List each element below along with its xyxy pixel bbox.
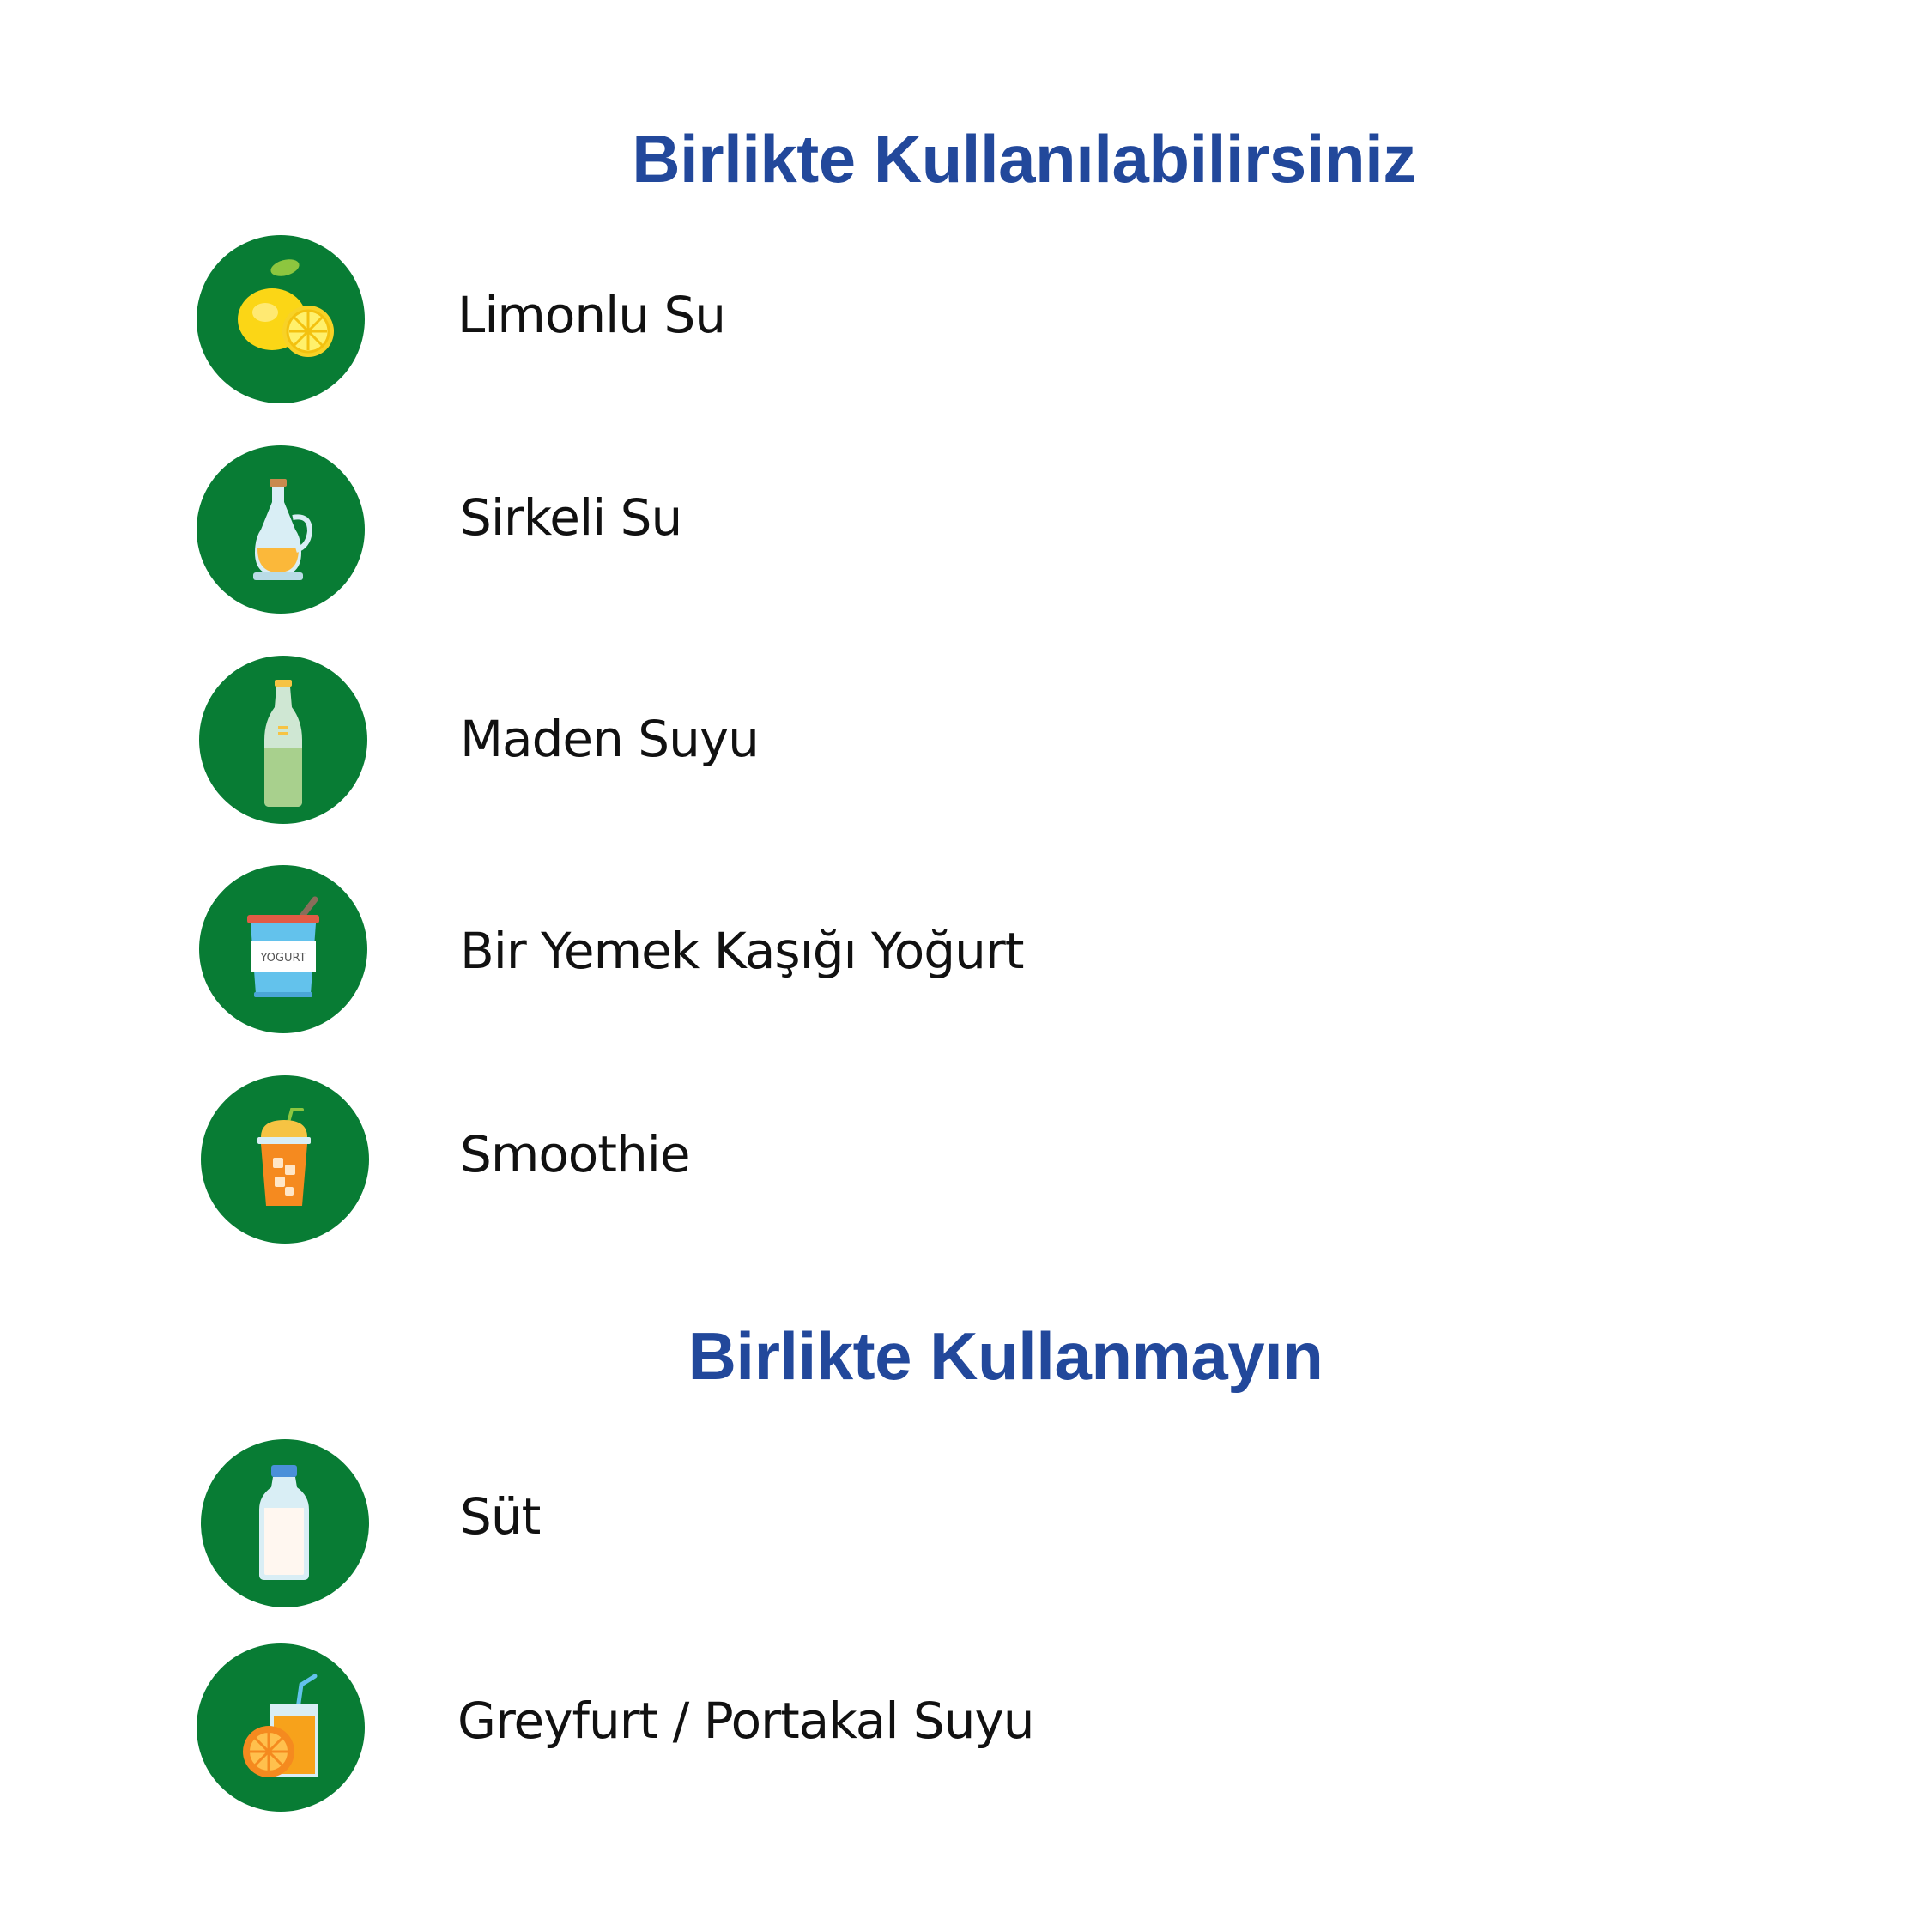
milk-bottle-icon	[201, 1439, 369, 1607]
mineral-water-bottle-icon	[199, 656, 367, 824]
smoothie-cup-icon	[201, 1075, 369, 1244]
yogurt-cup-icon: YOGURT	[199, 865, 367, 1033]
item-label: Smoothie	[460, 1125, 691, 1183]
list-item-lemon-water: Limonlu Su	[0, 235, 1932, 403]
section-title-allowed: Birlikte Kullanılabilirsiniz	[632, 121, 1416, 197]
list-item-milk: Süt	[0, 1439, 1932, 1607]
item-label: Limonlu Su	[457, 286, 726, 344]
list-item-orange-juice: Greyfurt / Portakal Suyu	[0, 1643, 1932, 1812]
orange-juice-icon	[197, 1643, 365, 1812]
item-label: Süt	[460, 1487, 541, 1546]
vinegar-bottle-icon	[197, 445, 365, 614]
yogurt-label-text: YOGURT	[259, 952, 306, 965]
section-title-avoid: Birlikte Kullanmayın	[687, 1318, 1323, 1394]
item-label: Maden Suyu	[460, 710, 760, 768]
list-item-mineral-water: Maden Suyu	[0, 656, 1932, 824]
item-label: Sirkeli Su	[460, 488, 682, 547]
list-item-vinegar-water: Sirkeli Su	[0, 445, 1932, 614]
list-item-yogurt: YOGURT Bir Yemek Kaşığı Yoğurt	[0, 865, 1932, 1033]
item-label: Greyfurt / Portakal Suyu	[457, 1692, 1035, 1750]
item-label: Bir Yemek Kaşığı Yoğurt	[460, 922, 1024, 980]
lemon-icon	[197, 235, 365, 403]
list-item-smoothie: Smoothie	[0, 1075, 1932, 1244]
